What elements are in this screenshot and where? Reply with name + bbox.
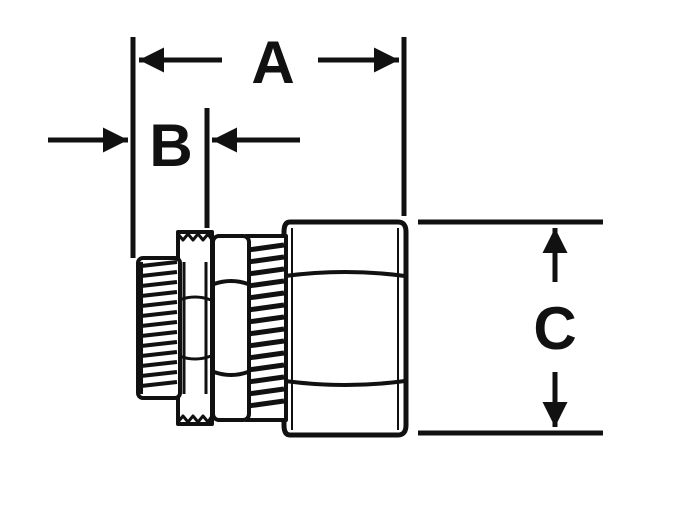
dimension-c: C (533, 228, 577, 427)
threaded-end (136, 256, 182, 400)
dimension-a: A (139, 29, 399, 96)
locknut (176, 230, 214, 426)
dimension-c-label: C (533, 295, 576, 362)
dimension-a-label: A (251, 29, 294, 96)
extension-lines (130, 37, 603, 436)
dimension-b: B (48, 112, 300, 179)
body-threads (244, 234, 288, 422)
connector-fitting-illustration (136, 219, 409, 438)
hex-nut (281, 219, 409, 438)
dimension-b-label: B (149, 112, 192, 179)
body-hex (211, 234, 251, 422)
